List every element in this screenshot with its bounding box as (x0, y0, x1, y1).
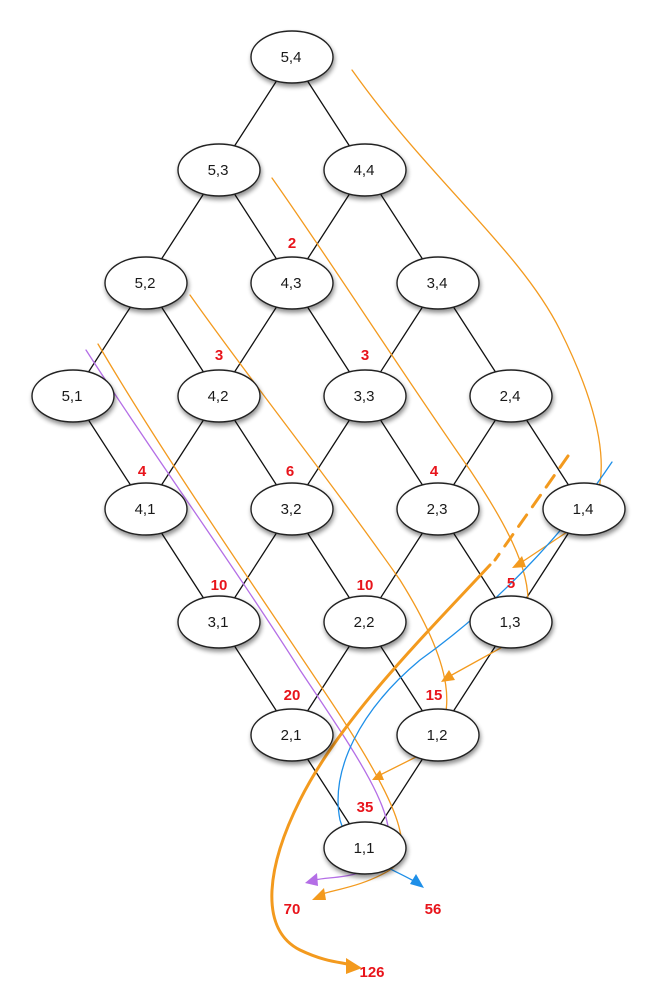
node-label: 2,2 (354, 614, 375, 631)
total-label: 126 (359, 964, 384, 981)
node-ellipse (104, 256, 188, 310)
node-label: 1,1 (354, 840, 375, 857)
dashed-orange-path (493, 454, 570, 562)
lattice-node: 5,4 (250, 30, 334, 84)
node-label: 3,3 (354, 388, 375, 405)
thick-orange-path (270, 563, 492, 967)
node-ellipse (104, 482, 188, 536)
node-label: 4,1 (135, 501, 156, 518)
node-label: 5,2 (135, 275, 156, 292)
node-label: 3,4 (427, 275, 448, 292)
count-label: 4 (138, 463, 147, 480)
node-ellipse (396, 708, 480, 762)
lattice-node: 5,3 (177, 143, 261, 197)
node-ellipse (31, 369, 115, 423)
node-label: 5,1 (62, 388, 83, 405)
node-ellipse (250, 256, 334, 310)
count-label: 15 (426, 687, 443, 704)
lattice-node: 5,2 (104, 256, 188, 310)
node-ellipse (396, 482, 480, 536)
arrowhead-orange (372, 770, 384, 780)
node-label: 5,4 (281, 49, 302, 66)
node-label: 5,3 (208, 162, 229, 179)
node-ellipse (177, 143, 261, 197)
lattice-node: 1,4 (542, 482, 626, 536)
node-label: 1,3 (500, 614, 521, 631)
node-label: 4,3 (281, 275, 302, 292)
node-ellipse (323, 821, 407, 875)
lattice-node: 1,1 (323, 821, 407, 875)
node-label: 2,4 (500, 388, 521, 405)
path-counts: 2 3 3 4 6 4 10 10 5 20 15 35 70 56 126 (138, 235, 515, 981)
node-label: 2,3 (427, 501, 448, 518)
node-ellipse (542, 482, 626, 536)
total-label: 56 (425, 901, 442, 918)
node-ellipse (469, 595, 553, 649)
node-label: 4,4 (354, 162, 375, 179)
node-label: 1,4 (573, 501, 594, 518)
node-ellipse (323, 369, 407, 423)
node-ellipse (250, 482, 334, 536)
count-label: 3 (215, 347, 223, 364)
lattice-node: 1,2 (396, 708, 480, 762)
lattice-node: 3,4 (396, 256, 480, 310)
count-label: 6 (286, 463, 294, 480)
arrowhead-blue (410, 874, 424, 888)
node-ellipse (250, 708, 334, 762)
node-ellipse (323, 595, 407, 649)
arrowhead-thick-orange (346, 958, 362, 974)
count-label: 3 (361, 347, 369, 364)
lattice-node: 5,1 (31, 369, 115, 423)
arrowhead-orange (312, 888, 326, 900)
node-label: 3,1 (208, 614, 229, 631)
node-label: 3,2 (281, 501, 302, 518)
lattice-node: 4,4 (323, 143, 407, 197)
node-label: 4,2 (208, 388, 229, 405)
node-ellipse (396, 256, 480, 310)
lattice-node: 4,1 (104, 482, 188, 536)
lattice-node: 2,3 (396, 482, 480, 536)
lattice-node: 1,3 (469, 595, 553, 649)
count-label: 10 (357, 577, 374, 594)
lattice-node: 2,4 (469, 369, 553, 423)
orange-path-from-5-2 (189, 294, 448, 777)
node-label: 1,2 (427, 727, 448, 744)
node-ellipse (177, 369, 261, 423)
lattice-node: 3,3 (323, 369, 407, 423)
lattice-nodes: 5,4 5,3 4,4 5,2 4,3 3,4 5,1 4,2 3,3 2,4 4,1 3,2 2,3 1… (31, 30, 626, 875)
count-label: 2 (288, 235, 296, 252)
node-ellipse (469, 369, 553, 423)
lattice-node: 4,3 (250, 256, 334, 310)
node-ellipse (250, 30, 334, 84)
count-label: 20 (284, 687, 301, 704)
lattice-node: 4,2 (177, 369, 261, 423)
count-label: 35 (357, 799, 374, 816)
lattice-node: 3,2 (250, 482, 334, 536)
lattice-node: 3,1 (177, 595, 261, 649)
count-label: 5 (507, 575, 515, 592)
arrowhead-purple (305, 873, 318, 886)
lattice-node: 2,2 (323, 595, 407, 649)
total-label: 70 (284, 901, 301, 918)
arrowhead-orange (512, 556, 526, 568)
lattice-node: 2,1 (250, 708, 334, 762)
node-ellipse (323, 143, 407, 197)
count-label: 4 (430, 463, 439, 480)
node-label: 2,1 (281, 727, 302, 744)
node-ellipse (177, 595, 261, 649)
count-label: 10 (211, 577, 228, 594)
